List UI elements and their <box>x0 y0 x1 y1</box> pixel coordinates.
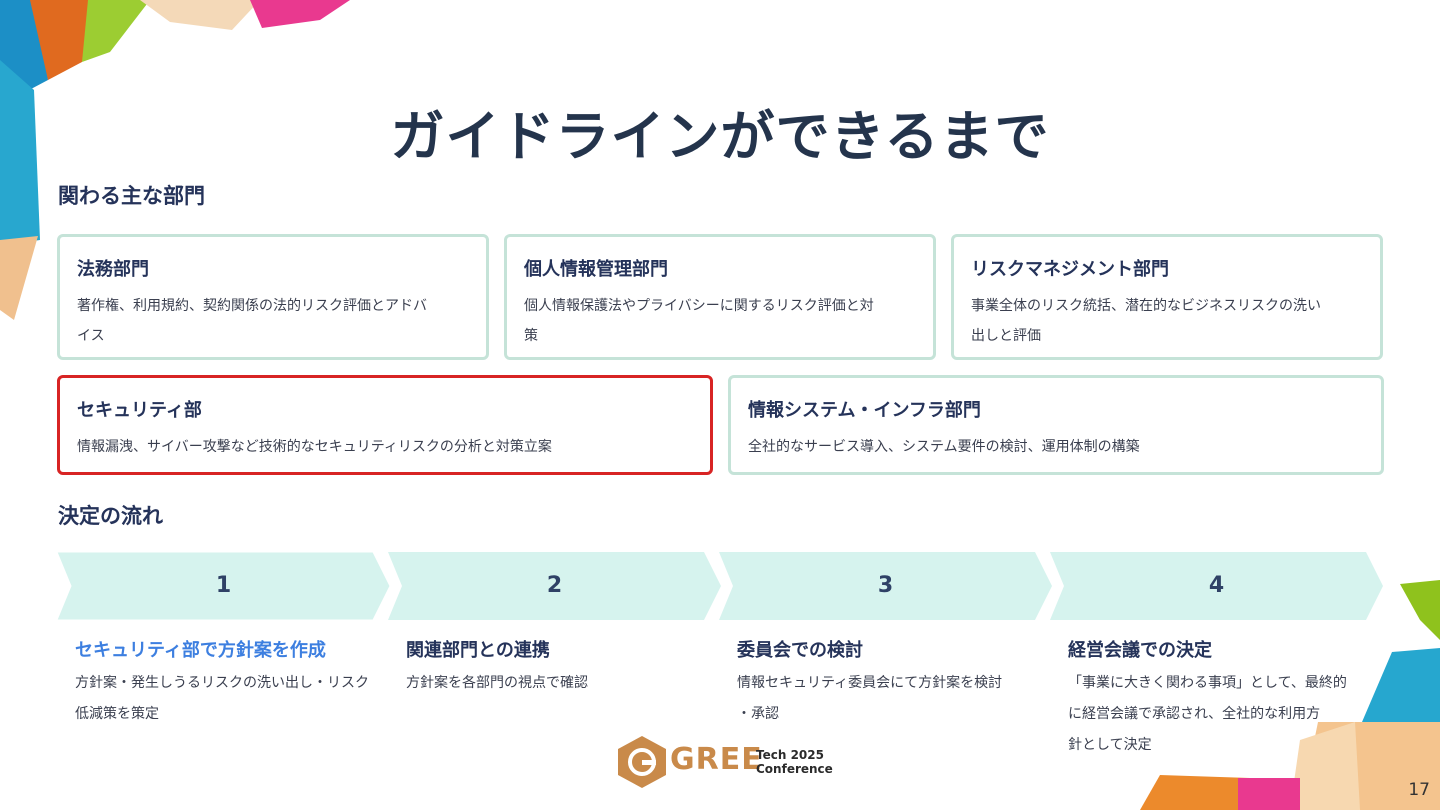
flow-step-1: セキュリティ部で方針案を作成 方針案・発生しうるリスクの洗い出し・リスク 低減策… <box>75 636 375 730</box>
step-title: 委員会での検討 <box>737 636 1037 662</box>
flow-step-2-chevron: 2 <box>388 552 721 620</box>
step-title: セキュリティ部で方針案を作成 <box>75 636 375 662</box>
step-description: 方針案を各部門の視点で確認 <box>406 668 706 699</box>
step-description: 方針案・発生しうるリスクの洗い出し・リスク 低減策を策定 <box>75 668 375 730</box>
department-title: 個人情報管理部門 <box>524 255 916 281</box>
step-description: 「事業に大きく関わる事項」として、最終的 に経営会議で承認され、全社的な利用方 … <box>1068 668 1368 761</box>
department-card-risk-management: リスクマネジメント部門 事業全体のリスク統括、潜在的なビジネスリスクの洗い 出し… <box>951 234 1383 360</box>
logo-conference-line: Conference <box>756 762 833 776</box>
step-title: 経営会議での決定 <box>1068 636 1368 662</box>
logo-wordmark: GREE <box>670 742 763 777</box>
hexagon-logo-icon <box>614 734 670 790</box>
departments-heading: 関わる主な部門 <box>58 180 205 210</box>
department-description: 著作権、利用規約、契約関係の法的リスク評価とアドバ イス <box>77 291 469 351</box>
department-description: 情報漏洩、サイバー攻撃など技術的なセキュリティリスクの分析と対策立案 <box>77 432 693 462</box>
flow-step-2: 関連部門との連携 方針案を各部門の視点で確認 <box>406 636 706 699</box>
department-description: 個人情報保護法やプライバシーに関するリスク評価と対 策 <box>524 291 916 351</box>
gree-tech-conference-logo: GREE Tech 2025 Conference <box>614 734 829 790</box>
page-title: ガイドラインができるまで <box>0 92 1440 171</box>
department-title: 情報システム・インフラ部門 <box>748 396 1364 422</box>
step-number: 1 <box>57 552 390 620</box>
flow-step-1-chevron: 1 <box>57 552 390 620</box>
department-title: リスクマネジメント部門 <box>971 255 1363 281</box>
step-number: 4 <box>1050 552 1383 620</box>
flow-step-3: 委員会での検討 情報セキュリティ委員会にて方針案を検討 ・承認 <box>737 636 1037 730</box>
flow-step-4-chevron: 4 <box>1050 552 1383 620</box>
step-number: 2 <box>388 552 721 620</box>
step-number: 3 <box>719 552 1052 620</box>
flow-step-3-chevron: 3 <box>719 552 1052 620</box>
flow-heading: 決定の流れ <box>58 500 163 530</box>
department-card-legal: 法務部門 著作権、利用規約、契約関係の法的リスク評価とアドバ イス <box>57 234 489 360</box>
department-card-security: セキュリティ部 情報漏洩、サイバー攻撃など技術的なセキュリティリスクの分析と対策… <box>57 375 713 475</box>
department-description: 事業全体のリスク統括、潜在的なビジネスリスクの洗い 出しと評価 <box>971 291 1363 351</box>
page-number: 17 <box>1408 780 1430 800</box>
flow-step-4: 経営会議での決定 「事業に大きく関わる事項」として、最終的 に経営会議で承認され… <box>1068 636 1368 761</box>
logo-tech-line: Tech 2025 <box>756 748 824 762</box>
department-title: 法務部門 <box>77 255 469 281</box>
step-title: 関連部門との連携 <box>406 636 706 662</box>
department-title: セキュリティ部 <box>77 396 693 422</box>
department-card-it-infrastructure: 情報システム・インフラ部門 全社的なサービス導入、システム要件の検討、運用体制の… <box>728 375 1384 475</box>
step-description: 情報セキュリティ委員会にて方針案を検討 ・承認 <box>737 668 1037 730</box>
department-card-privacy: 個人情報管理部門 個人情報保護法やプライバシーに関するリスク評価と対 策 <box>504 234 936 360</box>
department-description: 全社的なサービス導入、システム要件の検討、運用体制の構築 <box>748 432 1364 462</box>
